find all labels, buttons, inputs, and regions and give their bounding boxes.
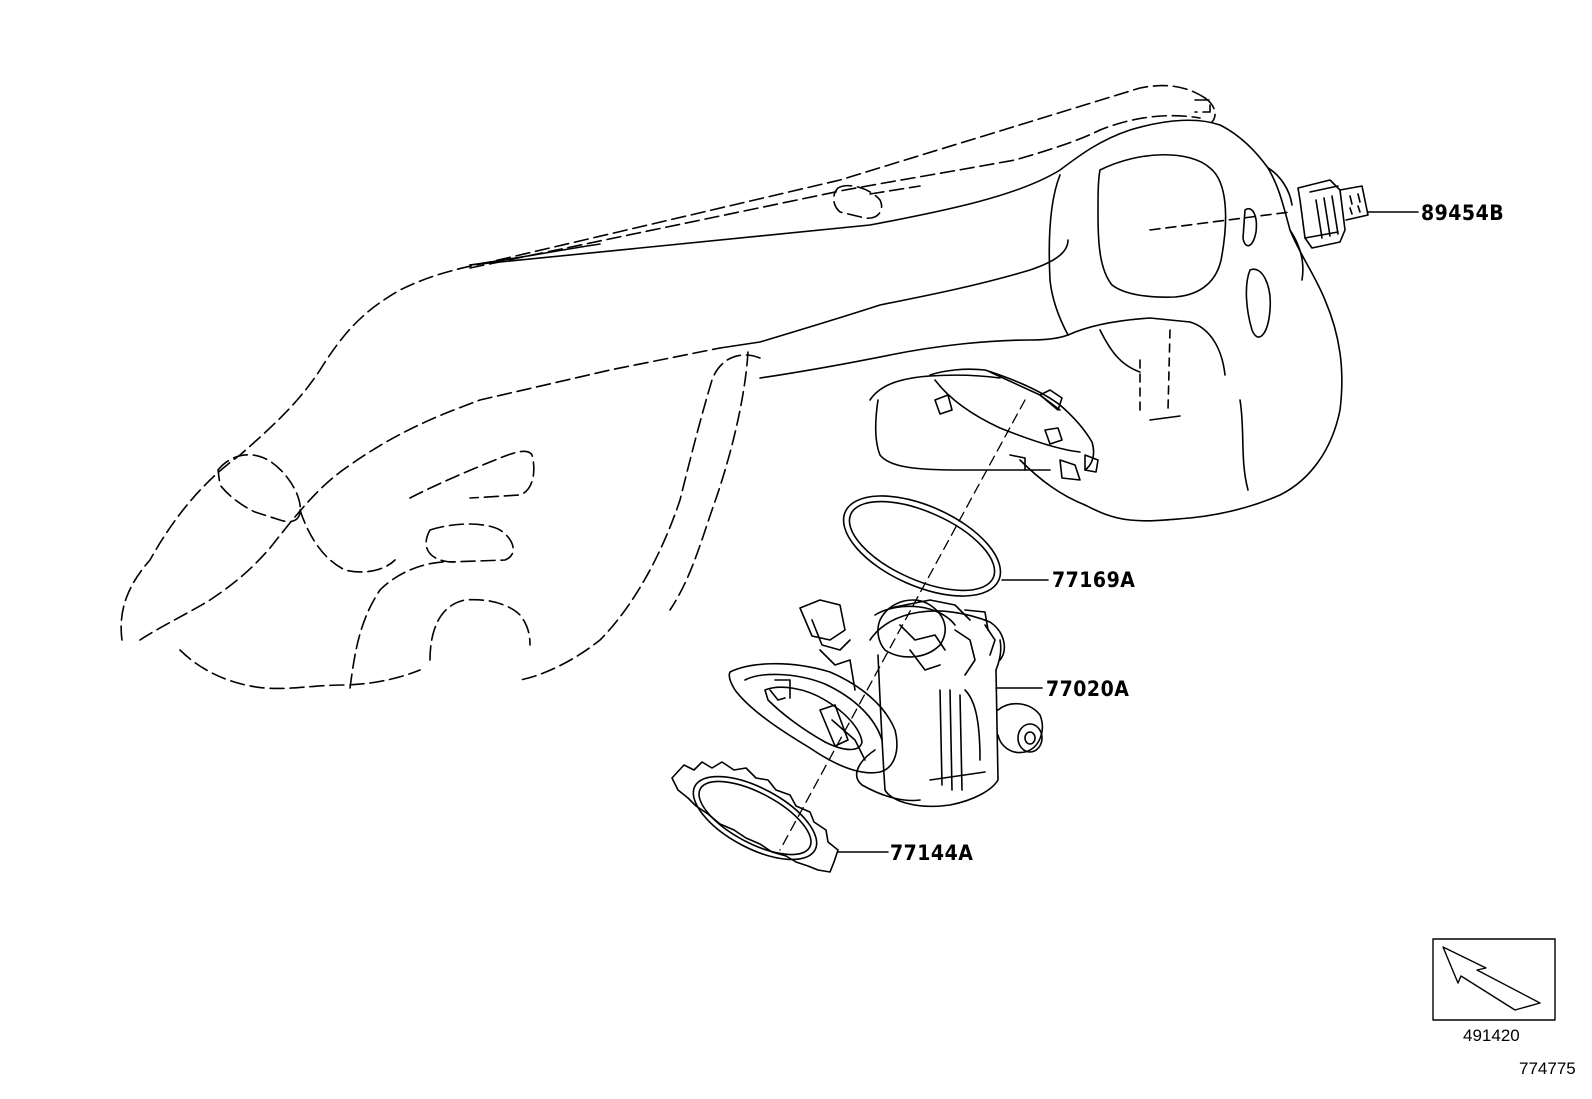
retainer-ring-77144a [671,761,889,873]
assembly-axis-lines [779,399,1026,851]
front-direction-box [1432,938,1556,1021]
gasket-77169a [842,495,1049,597]
part-label-77020a[interactable]: 77020A [1046,677,1130,701]
fuel-tank-shell [469,119,1343,522]
illustration-number: 774775 [1519,1059,1576,1078]
part-label-89454b[interactable]: 89454B [1421,201,1505,225]
direction-code: 491420 [1463,1026,1520,1045]
part-label-77169a[interactable]: 77169A [1052,568,1136,592]
part-label-77144a[interactable]: 77144A [890,841,974,865]
fuel-tank-outline [120,84,1291,690]
connector-89454b [1297,179,1419,249]
front-direction-arrow-icon [1442,946,1541,1011]
fuel-pump-module-77020a [728,599,1044,808]
tank-pump-opening [869,368,1099,481]
